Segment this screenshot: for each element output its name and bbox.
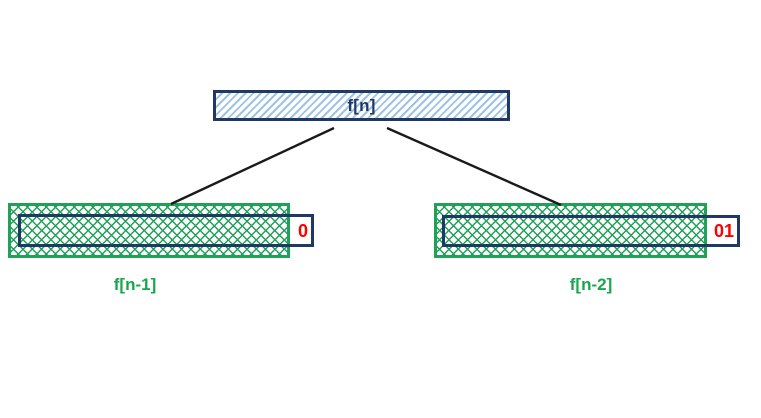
node-left-window: 0 — [18, 214, 314, 247]
node-root: f[n] — [213, 90, 510, 121]
node-left-label: f[n-1] — [113, 275, 157, 294]
edge-root-to-right — [386, 126, 562, 207]
node-left-value: 0 — [297, 220, 308, 241]
node-right-value: 01 — [713, 221, 734, 241]
edge-root-to-left — [170, 126, 335, 206]
node-right-window: 01 — [442, 215, 740, 247]
node-right-label: f[n-2] — [569, 275, 613, 294]
node-root-label: f[n] — [347, 95, 376, 115]
